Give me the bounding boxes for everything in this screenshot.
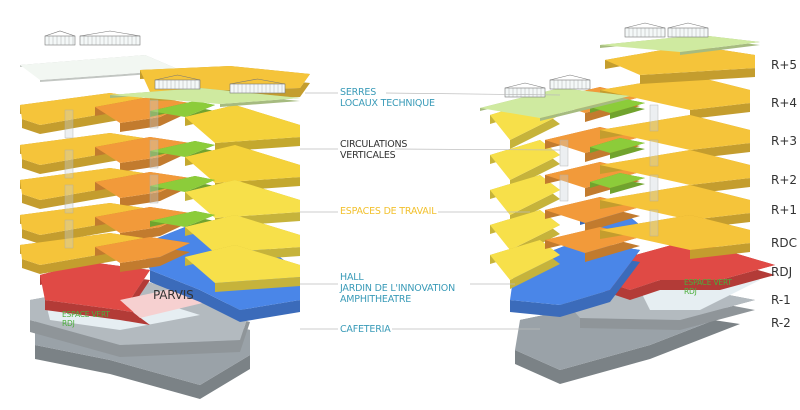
label-jardin: JARDIN DE L'INNOVATION (340, 283, 455, 294)
right-travail-4 (600, 215, 750, 250)
right-greenhouse-4-roof (549, 74, 591, 81)
left-greenhouse-4-roof (229, 78, 286, 85)
left-travail-3 (20, 203, 150, 235)
right-core-2 (649, 174, 659, 202)
left-greenhouse-2 (79, 35, 141, 46)
label-circulations: CIRCULATIONS (340, 139, 408, 150)
label-verticales: VERTICALES (340, 150, 396, 161)
level-r-2: R-2 (771, 316, 791, 330)
leader-serres-right (385, 92, 561, 96)
left-travail-right-2 (185, 180, 300, 218)
right-serres-slab-2-side (480, 88, 630, 121)
left-green-0 (150, 101, 215, 117)
left-core-1 (64, 149, 74, 179)
label-hall: HALL (340, 272, 364, 283)
level-rdj: RDJ (771, 265, 793, 279)
right-greenhouse-2-roof (667, 22, 709, 29)
level-r-1: R-1 (771, 293, 791, 307)
left-travail-right-3 (185, 215, 300, 253)
right-green-0 (590, 98, 645, 113)
left-green-3 (150, 211, 215, 227)
right-green-1 (590, 138, 645, 153)
right-greenhouse-1-roof (624, 22, 666, 29)
left-travail-4 (20, 233, 150, 265)
level-r1: R+1 (771, 203, 798, 217)
right-travail-left-3 (490, 210, 560, 250)
left-circulation-3 (95, 207, 190, 233)
left-travail-right-1 (185, 145, 300, 183)
label-parvis: PARVIS (153, 288, 194, 302)
left-greenhouse-2-roof (79, 30, 141, 37)
right-core-5 (559, 174, 569, 202)
right-serres-slab (600, 35, 760, 52)
left-core-3 (64, 219, 74, 249)
right-travail-3 (600, 185, 750, 220)
left-core-0 (64, 109, 74, 139)
left-greenhouse-3 (154, 79, 201, 90)
left-roof (20, 55, 180, 80)
left-greenhouse-1-roof (44, 30, 76, 37)
right-serres-slab-2 (480, 88, 630, 118)
label-espace-vert-left: ESPACE VERT (62, 310, 110, 319)
label-espaces-de-travail: ESPACES DE TRAVAIL (340, 206, 437, 217)
label-amphitheatre: AMPHITHEATRE (340, 294, 412, 305)
left-core-2 (64, 184, 74, 214)
right-travail-0 (600, 75, 750, 110)
left-core-6 (149, 174, 159, 204)
left-travail-0 (20, 93, 150, 125)
level-r3: R+3 (771, 134, 798, 148)
left-travail-right-4 (185, 245, 300, 283)
label-locaux-technique: LOCAUX TECHNIQUE (340, 98, 435, 109)
left-greenhouse-4 (229, 83, 286, 94)
right-travail-1 (600, 115, 750, 150)
label-serres: SERRES (340, 87, 377, 98)
left-greenhouse-1 (44, 35, 76, 46)
level-r4: R+4 (771, 96, 798, 110)
left-green-2 (150, 176, 215, 192)
label-rdj-right: RDJ (684, 287, 697, 296)
label-cafeteria: CAFETERIA (340, 324, 391, 335)
left-travail-right-0 (185, 105, 300, 143)
right-travail-2 (600, 150, 750, 185)
leader-circulations-right (394, 148, 561, 151)
level-rdc: RDC (771, 236, 797, 250)
left-core-5 (149, 139, 159, 169)
right-r5-travail (605, 45, 755, 75)
left-green-1 (150, 141, 215, 157)
right-core-1 (649, 139, 659, 167)
left-serres-slab (110, 88, 300, 104)
left-circulation-0 (95, 97, 190, 123)
right-travail-left-2 (490, 175, 560, 215)
left-circulation-2 (95, 172, 190, 198)
left-travail-2 (20, 168, 150, 200)
right-core-0 (649, 104, 659, 132)
level-r5: R+5 (771, 58, 798, 72)
left-travail-1 (20, 133, 150, 165)
right-core-3 (649, 209, 659, 237)
level-r2: R+2 (771, 173, 798, 187)
label-espace-vert-right: ESPACE VERT (684, 278, 732, 287)
left-circulation-4 (95, 237, 190, 263)
left-greenhouse-3-roof (154, 74, 201, 81)
left-core-4 (149, 99, 159, 129)
right-green-2 (590, 173, 645, 188)
right-travail-left-4 (490, 240, 560, 280)
right-core-4 (559, 139, 569, 167)
left-circulation-1 (95, 137, 190, 163)
label-rdj-left: RDJ (62, 319, 75, 328)
right-greenhouse-3-roof (504, 82, 546, 89)
